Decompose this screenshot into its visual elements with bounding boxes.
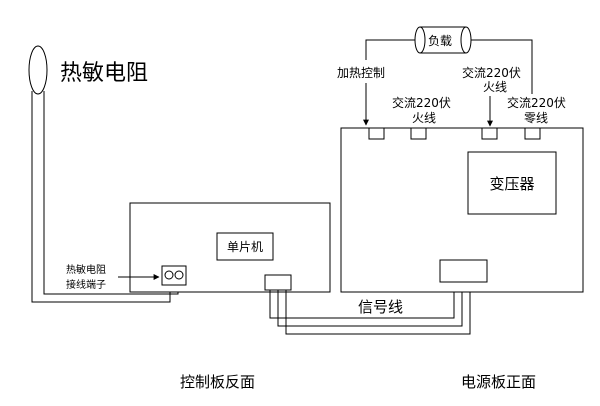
transformer — [467, 151, 557, 215]
ac-live-mid-label-1: 交流220伏 — [392, 95, 451, 110]
control-board-caption: 控制板反面 — [180, 373, 255, 391]
thermistor-label: 热敏电阻 — [60, 61, 148, 86]
thermistor-terminal-label-2: 接线端子 — [66, 278, 106, 291]
mcu-label: 单片机 — [227, 240, 263, 254]
control-signal-connector — [264, 274, 292, 291]
terminal-ac-live-1 — [410, 127, 427, 140]
ac-live-mid-label-2: 火线 — [412, 111, 436, 125]
power-signal-connector — [439, 259, 488, 283]
load-label: 负载 — [428, 34, 452, 48]
ac-live-top-label-1: 交流220伏 — [462, 65, 521, 80]
ac-neutral-label-1: 交流220伏 — [507, 95, 566, 110]
thermistor-terminal-label-1: 热敏电阻 — [66, 263, 106, 276]
power-board-caption: 电源板正面 — [461, 373, 536, 391]
ac-live-top-label-2: 火线 — [483, 80, 507, 94]
signal-cable — [269, 282, 471, 335]
transformer-label: 变压器 — [489, 175, 534, 193]
load-wire-right — [470, 39, 533, 94]
thermistor-probe — [28, 45, 179, 303]
load-wire-left — [365, 39, 418, 60]
signal-line-label: 信号线 — [358, 298, 403, 316]
thermistor-bulb — [28, 45, 48, 95]
heating-control-label: 加热控制 — [337, 66, 385, 80]
terminal-ac-live-2 — [481, 127, 498, 140]
thermistor-terminal-block — [161, 265, 187, 286]
mcu-chip — [216, 232, 274, 261]
terminal-ac-neutral — [524, 127, 541, 140]
load-component — [414, 26, 472, 54]
ac-neutral-label-2: 零线 — [524, 111, 548, 125]
terminal-heating-control — [368, 127, 385, 140]
